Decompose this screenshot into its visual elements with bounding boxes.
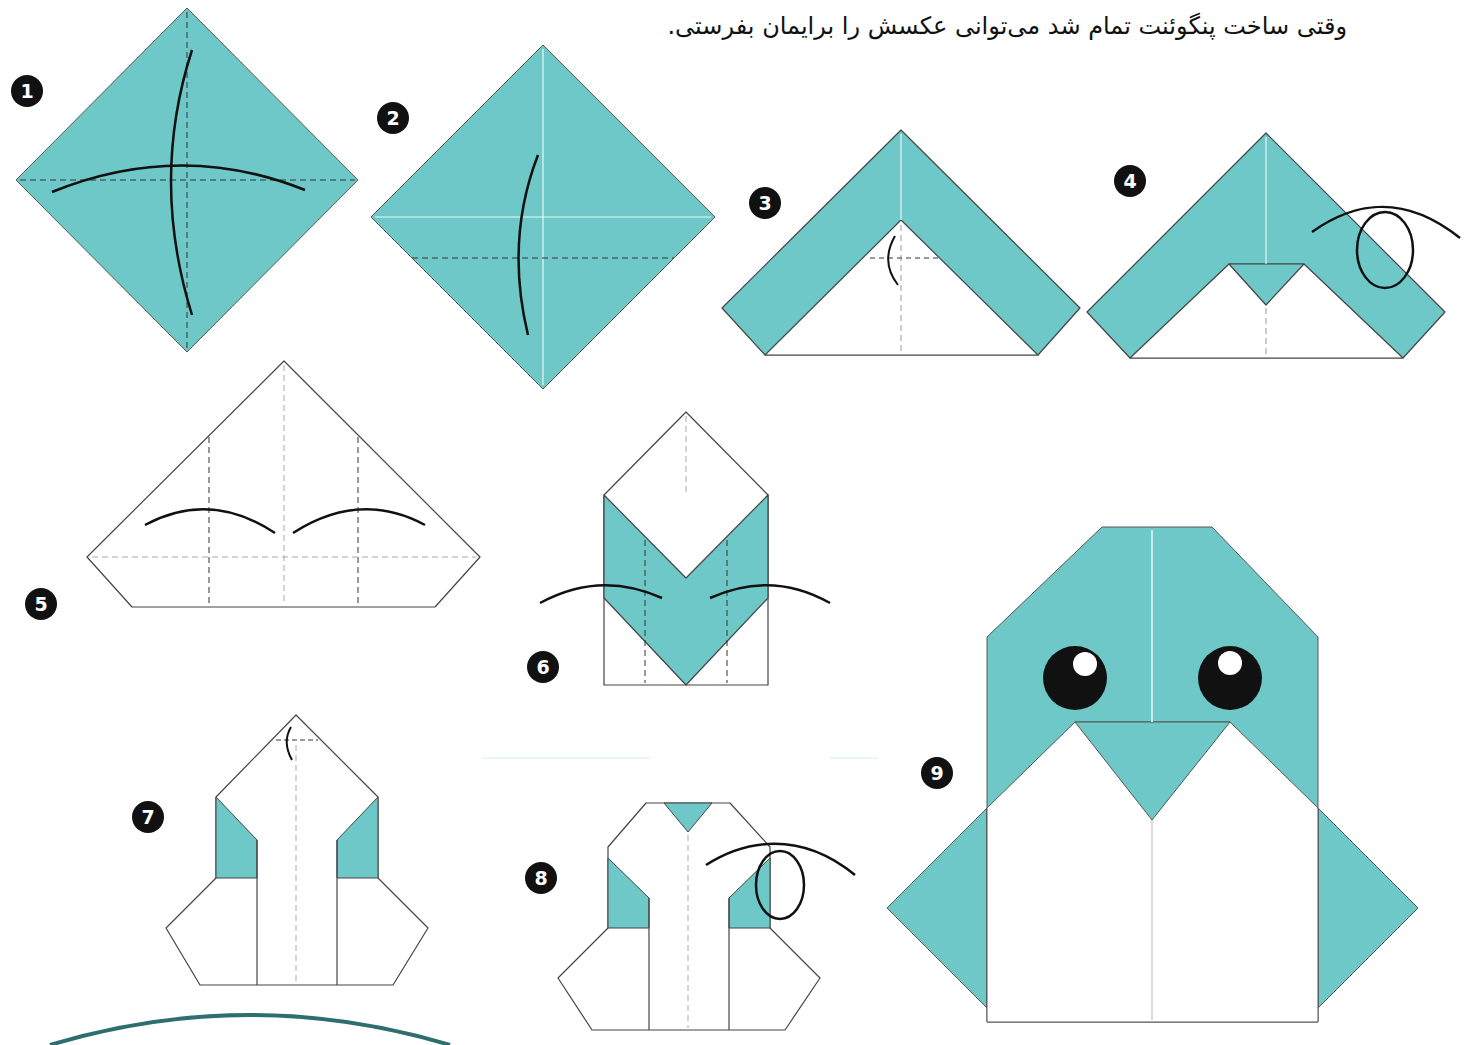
decor-curve	[50, 1015, 450, 1045]
penguin-head	[987, 527, 1318, 1022]
callout-number: 9	[921, 757, 953, 789]
crease	[900, 134, 901, 220]
turn-over-loop	[1357, 212, 1413, 288]
fold-arrow	[540, 585, 662, 603]
eye-highlight	[1218, 651, 1242, 675]
fold-line	[412, 258, 674, 259]
v-band	[604, 495, 768, 685]
paper-square	[371, 45, 715, 389]
flap-edge	[256, 840, 257, 985]
side-strip	[729, 858, 770, 928]
penguin-eye	[1043, 646, 1107, 710]
crease	[284, 365, 285, 605]
fold-line	[645, 540, 646, 683]
folded-paper	[558, 803, 820, 1030]
penguin-eye	[1198, 646, 1262, 710]
separator	[482, 758, 650, 759]
callout-number: 7	[132, 801, 164, 833]
flap-edge	[648, 898, 649, 1030]
fold-line	[870, 258, 940, 259]
penguin-wing	[887, 808, 987, 1008]
fold-arrow	[287, 727, 292, 760]
crease	[542, 49, 543, 385]
fold-arrow	[145, 509, 275, 533]
folded-tip	[1229, 264, 1304, 305]
flap-edge	[336, 840, 337, 985]
penguin-wing	[1318, 808, 1418, 1008]
fold-arrow	[710, 585, 830, 603]
callout-number: 5	[25, 588, 57, 620]
crease	[92, 557, 476, 558]
folded-paper	[166, 715, 428, 985]
side-strip	[337, 797, 378, 878]
callout-number: 4	[1114, 165, 1146, 197]
side-strip	[608, 858, 649, 928]
paper-square	[16, 8, 358, 352]
folded-paper	[722, 130, 1080, 355]
crease	[296, 745, 297, 983]
callout-number: 8	[525, 862, 557, 894]
callout-number: 3	[749, 187, 781, 219]
separator	[830, 758, 878, 759]
fold-arrow	[293, 509, 425, 533]
eye-highlight	[1073, 652, 1097, 676]
fold-arrow	[519, 155, 538, 335]
white-side	[1130, 264, 1403, 358]
side-strip	[216, 797, 257, 878]
fold-line	[1266, 308, 1267, 356]
folded-paper	[604, 412, 768, 685]
fold-line	[20, 180, 355, 181]
turn-over-loop	[756, 851, 804, 919]
folded-paper	[1087, 133, 1445, 358]
callout-number: 1	[11, 75, 43, 107]
crease	[1151, 820, 1153, 1020]
fold-line	[901, 225, 902, 353]
crease	[1265, 137, 1266, 264]
folded-tip	[664, 803, 712, 832]
fold-line	[358, 437, 359, 605]
instruction-note: وقتی ساخت پنگوئنت تمام شد می‌توانی عکسش …	[667, 12, 1347, 40]
penguin-belly	[987, 722, 1318, 1022]
callout-number: 2	[377, 102, 409, 134]
fold-arrow	[171, 50, 192, 315]
flap-edge	[728, 898, 729, 1030]
fold-line	[276, 740, 318, 741]
crease	[688, 835, 689, 1028]
fold-line	[727, 540, 728, 683]
crease	[686, 416, 687, 495]
crease	[1151, 530, 1153, 722]
turn-over-arrow	[706, 844, 855, 875]
fold-arrow	[888, 236, 898, 285]
callout-number: 6	[527, 651, 559, 683]
fold-arrow	[52, 165, 305, 192]
fold-line	[209, 437, 210, 605]
folded-paper	[87, 361, 480, 607]
white-side	[765, 220, 1038, 355]
penguin-beak	[1075, 722, 1230, 820]
